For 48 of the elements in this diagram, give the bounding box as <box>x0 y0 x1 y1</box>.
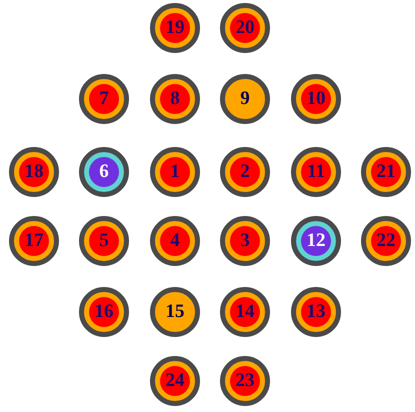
number-label: 24 <box>160 366 190 396</box>
number-label: 23 <box>230 366 260 396</box>
number-circle <box>79 216 129 266</box>
number-label: 20 <box>230 13 260 43</box>
number-label: 9 <box>239 87 251 111</box>
number-circle <box>291 74 341 124</box>
number-circle <box>291 287 341 337</box>
number-circle <box>220 3 270 53</box>
number-label: 3 <box>230 226 260 256</box>
number-circle <box>150 3 200 53</box>
number-circle <box>291 147 341 197</box>
number-circle <box>79 147 129 197</box>
number-circle <box>150 74 200 124</box>
number-circle <box>150 287 200 337</box>
number-label: 13 <box>301 297 331 327</box>
number-label: 22 <box>371 226 401 256</box>
number-label: 5 <box>89 226 119 256</box>
number-circle <box>150 216 200 266</box>
number-circle <box>9 216 59 266</box>
number-label: 18 <box>19 157 49 187</box>
number-label: 2 <box>230 157 260 187</box>
number-label: 6 <box>98 160 110 184</box>
number-circle <box>79 287 129 337</box>
number-label: 15 <box>164 300 186 324</box>
number-circle <box>220 287 270 337</box>
number-circle <box>79 74 129 124</box>
number-circle <box>150 147 200 197</box>
number-label: 4 <box>160 226 190 256</box>
number-label: 7 <box>89 84 119 114</box>
number-label: 10 <box>301 84 331 114</box>
number-circle <box>220 356 270 406</box>
number-label: 21 <box>371 157 401 187</box>
number-label: 14 <box>230 297 260 327</box>
number-label: 1 <box>160 157 190 187</box>
number-circle <box>220 216 270 266</box>
number-label: 12 <box>306 229 326 253</box>
number-label: 8 <box>160 84 190 114</box>
number-label: 16 <box>89 297 119 327</box>
number-circle <box>361 216 411 266</box>
number-circle <box>220 147 270 197</box>
number-circle <box>150 356 200 406</box>
number-label: 19 <box>160 13 190 43</box>
number-circle <box>220 74 270 124</box>
number-circle <box>9 147 59 197</box>
number-circle <box>291 216 341 266</box>
number-label: 17 <box>19 226 49 256</box>
number-circle <box>361 147 411 197</box>
number-label: 11 <box>301 157 331 187</box>
